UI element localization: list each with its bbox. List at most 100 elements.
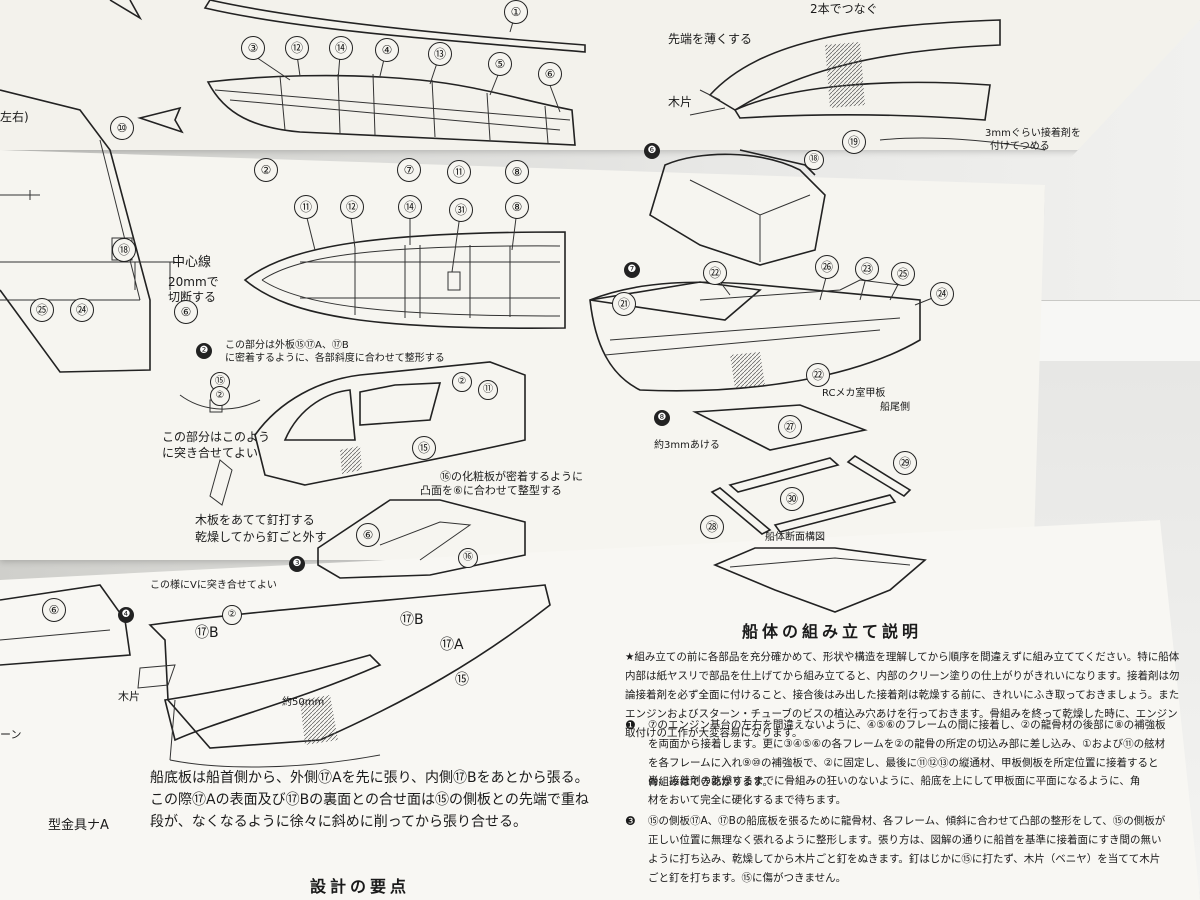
nailing-note: 乾燥してから釘ごと外す <box>195 530 327 544</box>
step2-note: に密着するように、各部斜度に合わせて整形する <box>225 353 445 364</box>
part-number: ㉘ <box>700 515 724 539</box>
step-marker: ❻ <box>644 143 660 159</box>
bottom-planking-note: 船底板は船首側から、外側⑰Aを先に張り、内側⑰Bをあとから張る。 <box>150 770 589 786</box>
top-right-hull-side <box>689 19 1046 151</box>
rc-deck-step8 <box>692 404 912 535</box>
part-number: ⑤ <box>488 52 512 76</box>
v-butt-note: この様にVに突き合せてよい <box>150 580 277 591</box>
wood-piece-note: 木片 <box>668 95 693 109</box>
part-number: ㉓ <box>855 257 879 281</box>
side-note: 左右) <box>0 110 29 124</box>
hull-deck-step3 <box>317 499 526 579</box>
part-number: ① <box>504 0 528 24</box>
part-number: ㉙ <box>893 451 917 475</box>
rc-deck-label: RCメカ室甲板 <box>822 388 886 399</box>
cut-label: 20mmで <box>168 275 219 289</box>
stern-block-drawing <box>649 149 826 266</box>
part-number: ㉒ <box>806 363 830 387</box>
part-number: ⑩ <box>110 116 134 140</box>
part-number: ⑥ <box>174 300 198 324</box>
part-number: ⑪ <box>447 160 471 184</box>
keel-strip-drawing <box>109 0 586 53</box>
hull-side-planking-step2 <box>179 361 526 506</box>
part-number: ⑧ <box>505 160 529 184</box>
design-points-heading: 設計の要点 <box>310 877 411 896</box>
part-label: ⑰B <box>400 612 424 628</box>
part-number: ⑧ <box>505 195 529 219</box>
join-note: 2本でつなぐ <box>810 2 878 16</box>
part-number: ⑥ <box>356 523 380 547</box>
part-number: ㉕ <box>30 298 54 322</box>
side-note: ーン <box>0 728 22 741</box>
deck-fit-note: 凸面を⑥に合わせて整型する <box>420 484 562 497</box>
part-number: ⑪ <box>478 380 498 400</box>
instruction-marker: ❶ <box>625 718 636 732</box>
part-number: ② <box>452 372 472 392</box>
part-number: ㉚ <box>780 487 804 511</box>
instruction-sheet-middle-fold <box>0 150 1045 560</box>
nailing-note: 木板をあてて釘打する <box>195 513 315 527</box>
instruction-item: ⑦のエンジン基台の左右を間違えないように、④⑤⑥のフレームの間に接着し、②の龍骨… <box>648 719 1166 788</box>
part-number: ⑫ <box>285 36 309 60</box>
step-marker: ❼ <box>624 262 640 278</box>
part-number: ③ <box>241 36 265 60</box>
part-number: ⑯ <box>458 548 478 568</box>
bottom-planking-note: 段が、なくなるように徐々に斜めに削ってから張り合せる。 <box>150 814 528 830</box>
part-number: ⑱ <box>112 238 136 262</box>
step2-note: この部分は外板⑮⑰A、⑰B <box>225 340 349 351</box>
step-marker: ❸ <box>289 556 305 572</box>
part-number: ⑬ <box>428 42 452 66</box>
thin-tip-note: 先端を薄くする <box>668 32 753 46</box>
part-number: ⑥ <box>42 598 66 622</box>
part-number: ② <box>254 158 278 182</box>
part-number: ⑱ <box>804 150 824 170</box>
part-number: ⑭ <box>329 36 353 60</box>
part-number: ㉗ <box>778 415 802 439</box>
part-number: ⑮ <box>412 436 436 460</box>
step-marker: ❷ <box>196 343 212 359</box>
stern-side-label: 船尾側 <box>880 402 910 413</box>
part-number: ㉕ <box>891 262 915 286</box>
part-label: ⑰B <box>195 625 219 641</box>
center-line-label: 中心線 <box>172 255 212 270</box>
part-number: ⑥ <box>538 62 562 86</box>
mold-fitting-label: 型金具ナA <box>48 818 109 833</box>
butt-joint-note: この部分はこのよう <box>162 430 271 444</box>
part-number: ② <box>222 605 242 625</box>
hull-assembly-step7 <box>589 279 921 392</box>
wood-piece-note: 木片 <box>118 690 140 703</box>
hull-cross-section <box>712 547 927 613</box>
part-number: ㉑ <box>612 292 636 316</box>
left-side-hull-fragment <box>0 89 175 373</box>
part-number: ④ <box>375 38 399 62</box>
part-number: ⑭ <box>398 195 422 219</box>
part-number: ⑲ <box>842 130 866 154</box>
step-marker: ❽ <box>654 410 670 426</box>
hull-bottom-planking-step4 <box>137 584 551 768</box>
bottom-left-hull-fragment <box>0 584 131 666</box>
part-number: ㉒ <box>703 261 727 285</box>
part-number: ② <box>210 386 230 406</box>
part-number: ⑪ <box>294 195 318 219</box>
length-label: 約50mm <box>282 697 325 708</box>
part-label: ⑮ <box>455 672 469 688</box>
part-label: ⑰A <box>440 637 464 653</box>
glue-note: 付けてつめる <box>990 141 1050 152</box>
part-number: ㉛ <box>449 198 473 222</box>
deck-fit-note: ⑯の化粧板が密着するように <box>440 470 583 483</box>
part-number: ㉔ <box>70 298 94 322</box>
glue-note: 3mmぐらい接着剤を <box>985 128 1081 139</box>
instruction-marker: ❸ <box>625 814 636 828</box>
part-number: ㉔ <box>930 282 954 306</box>
assembly-heading: 船体の組み立て説明 <box>742 622 923 641</box>
step-marker: ❹ <box>118 607 134 623</box>
leader-lines <box>252 14 941 306</box>
assembly-intro: ★組み立ての前に各部品を充分確かめて、形状や構造を理解してから順序を間違えずに組… <box>625 651 1180 739</box>
bottom-planking-note: この際⑰Aの表面及び⑰Bの裏面との合せ面は⑮の側板との先端で重ね <box>150 792 589 808</box>
instruction-sheet-bottom-fold <box>0 520 1200 900</box>
section-label: 船体断面構図 <box>765 532 825 543</box>
instruction-item: ⑮の側板⑰A、⑰Bの船底板を張るために龍骨材、各フレーム、傾斜に合わせて凸部の整… <box>648 815 1166 884</box>
gap-label: 約3mmあける <box>654 440 720 451</box>
part-number: ⑫ <box>340 195 364 219</box>
